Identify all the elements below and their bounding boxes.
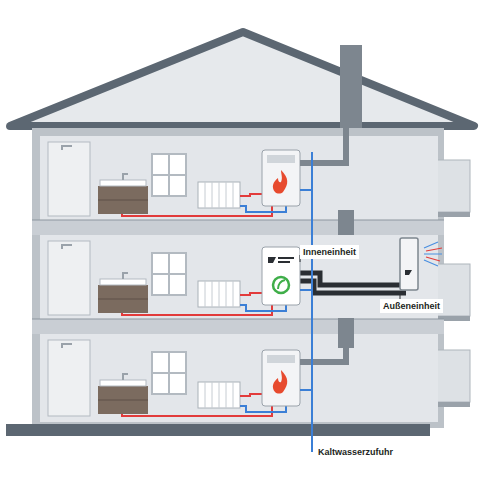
hot-pipe — [240, 194, 264, 196]
radiator — [198, 182, 240, 208]
room — [40, 235, 438, 319]
callout-label: Kaltwasserzufuhr — [318, 446, 393, 458]
heat-pump-outdoor-unit — [400, 238, 418, 290]
vanity-cabinet — [98, 386, 148, 414]
shower — [48, 142, 90, 216]
radiator — [198, 281, 240, 307]
vanity-cabinet — [98, 186, 148, 214]
floor-slab — [32, 319, 444, 334]
radiator-fins — [205, 182, 233, 208]
flue-shaft — [338, 318, 354, 348]
cold-pipe — [240, 305, 286, 311]
eco-icon — [273, 277, 289, 293]
shower — [48, 340, 90, 416]
faucet — [123, 374, 128, 380]
air-flow — [424, 242, 442, 266]
drawer-line — [98, 400, 148, 401]
sink — [100, 180, 146, 186]
window — [152, 253, 186, 295]
sink — [100, 380, 146, 386]
heat-pump-indoor-unit — [262, 247, 300, 305]
cold-water-line — [311, 152, 313, 452]
gas-boiler — [262, 350, 300, 406]
room — [40, 334, 438, 422]
leaf-icon — [278, 280, 285, 289]
hot-pipe — [240, 394, 264, 396]
shower-head — [62, 344, 72, 348]
slab-edge — [32, 220, 444, 221]
flue-pipe — [300, 45, 346, 163]
callout-label: Außeneinheit — [380, 299, 443, 313]
radiator-fins — [205, 281, 233, 307]
flue-pipe — [300, 348, 346, 362]
faucet — [123, 174, 128, 180]
radiator-fins — [205, 382, 233, 408]
refrigerant-pipe — [300, 281, 406, 293]
flame-icon — [273, 170, 287, 194]
boiler-display — [267, 355, 295, 363]
shower-head — [62, 146, 72, 150]
shower — [48, 241, 90, 315]
roof — [10, 32, 474, 126]
vanity-cabinet — [98, 285, 148, 313]
window-cross — [152, 352, 186, 394]
drawer-line — [98, 200, 148, 201]
floor-top — [40, 136, 438, 220]
brand-logo — [405, 270, 412, 275]
hot-pipe — [240, 293, 264, 295]
cold-water-branch — [300, 190, 312, 390]
room — [40, 136, 438, 220]
air-flow — [426, 248, 442, 261]
flame-icon — [273, 370, 287, 394]
brand-logo — [268, 257, 294, 263]
building-wall — [32, 128, 444, 428]
gas-boiler — [262, 150, 300, 206]
shower-head — [62, 245, 72, 249]
callout-label: Inneneinheit — [300, 245, 359, 259]
sink — [100, 279, 146, 285]
window — [152, 154, 186, 196]
window — [152, 352, 186, 394]
window-cross — [152, 253, 186, 295]
radiator — [198, 382, 240, 408]
faucet — [123, 273, 128, 279]
slab-edge — [32, 319, 444, 320]
floor-slab — [32, 220, 444, 235]
floor-bottom — [40, 334, 438, 422]
window-cross — [152, 154, 186, 196]
flue-shaft — [338, 210, 354, 235]
drawer-line — [98, 299, 148, 300]
ground — [6, 424, 430, 436]
cold-pipe — [240, 206, 286, 212]
floor-middle — [40, 235, 438, 319]
boiler-display — [267, 155, 295, 163]
cold-pipe — [240, 406, 286, 412]
